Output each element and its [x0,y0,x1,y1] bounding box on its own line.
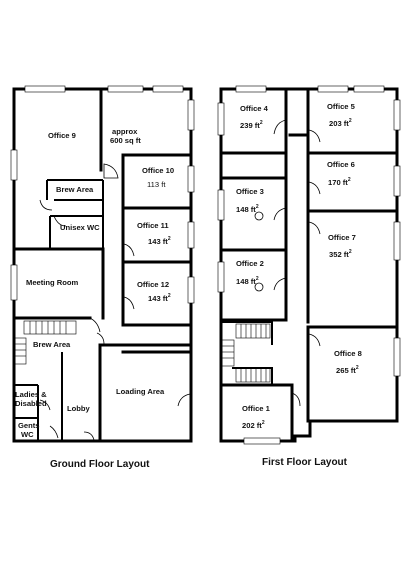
stair-enclosure [221,321,273,385]
window [217,189,225,221]
brew-area-walls [46,179,104,255]
window [393,99,401,131]
office-4-label: Office 4 [240,104,269,113]
office-11-area: 143 ft2 [148,236,171,246]
door [308,221,321,235]
office-1-label: Office 1 [242,404,271,413]
window [217,261,225,293]
office-11-12-walls [121,206,193,354]
door [96,332,105,345]
ground-floor-plan [10,85,195,443]
meeting-room-walls [12,247,105,320]
window [393,221,401,261]
office-3-label: Office 3 [236,187,264,196]
window [152,85,184,93]
door [89,317,101,333]
window [217,102,225,136]
loading-area-label: Loading Area [116,387,165,396]
window [10,149,18,181]
office-6-label: Office 6 [327,160,355,169]
office-1-walls [219,383,294,443]
window [235,85,267,93]
brew-area-lower-label: Brew Area [33,340,71,349]
office-11-label: Office 11 [137,221,169,230]
unisex-wc-walls [49,215,103,249]
gents-wc-label-1: Gents [18,421,40,430]
office-5-label: Office 5 [327,102,356,111]
door [53,215,67,227]
ladies-disabled-label-2: Disabled [15,399,47,408]
door [83,431,95,441]
window [24,85,66,93]
door [39,199,53,211]
office-4-walls [219,133,310,155]
office-1-area: 202 ft2 [242,420,265,430]
window [393,337,401,377]
corridor-walls [219,87,310,324]
window [10,264,18,301]
lobby-label: Lobby [67,404,91,413]
office-10-label: Office 10 [142,166,174,175]
door [254,282,264,292]
first-floor-plan [217,85,401,445]
door [177,393,191,407]
gents-wc-label-2: WC [21,430,34,439]
office-4-area: 239 ft2 [240,120,263,130]
office-10-area: 113 ft [147,180,166,189]
ground-stairs [13,320,77,365]
office-8-label: Office 8 [334,349,362,358]
unisex-wc-label: Unisex WC [60,223,100,232]
approx-area-label: 600 sq ft [110,136,141,145]
right-offices-walls [306,151,399,423]
brew-area-upper-label: Brew Area [56,185,94,194]
door [273,119,287,135]
door [308,129,321,143]
office-5-area: 203 ft2 [329,118,352,128]
office-8-area: 265 ft2 [336,365,359,375]
door [39,399,51,411]
office-9-label: Office 9 [48,131,76,140]
door [308,181,321,195]
door [291,392,301,407]
door [273,277,287,291]
window [187,221,195,249]
window [187,276,195,304]
office-12-area: 143 ft2 [148,293,171,303]
office-2-label: Office 2 [236,259,264,268]
wc-walls [14,384,39,441]
first-floor-caption: First Floor Layout [262,457,348,468]
door [273,207,287,221]
first-floor-stairs [221,323,271,383]
door [123,243,135,257]
window [393,165,401,197]
office-7-label: Office 7 [328,233,356,242]
door [254,211,264,221]
office-10-walls [121,153,193,210]
door [103,163,119,179]
ladies-disabled-label-1: Ladies & [15,390,47,399]
window [353,85,385,93]
office-2-area: 148 ft2 [236,276,259,286]
window [243,437,281,445]
window [187,99,195,131]
door [308,333,321,347]
office-6-area: 170 ft2 [328,177,351,187]
office-3-area: 148 ft2 [236,204,259,214]
ground-floor-caption: Ground Floor Layout [50,459,150,470]
office-12-label: Office 12 [137,280,169,289]
window [317,85,349,93]
window [187,165,195,193]
door [123,296,135,310]
office-7-area: 352 ft2 [329,249,352,259]
approx-label: approx [112,127,138,136]
window [107,85,144,93]
door [49,425,59,439]
meeting-room-label: Meeting Room [26,278,79,287]
